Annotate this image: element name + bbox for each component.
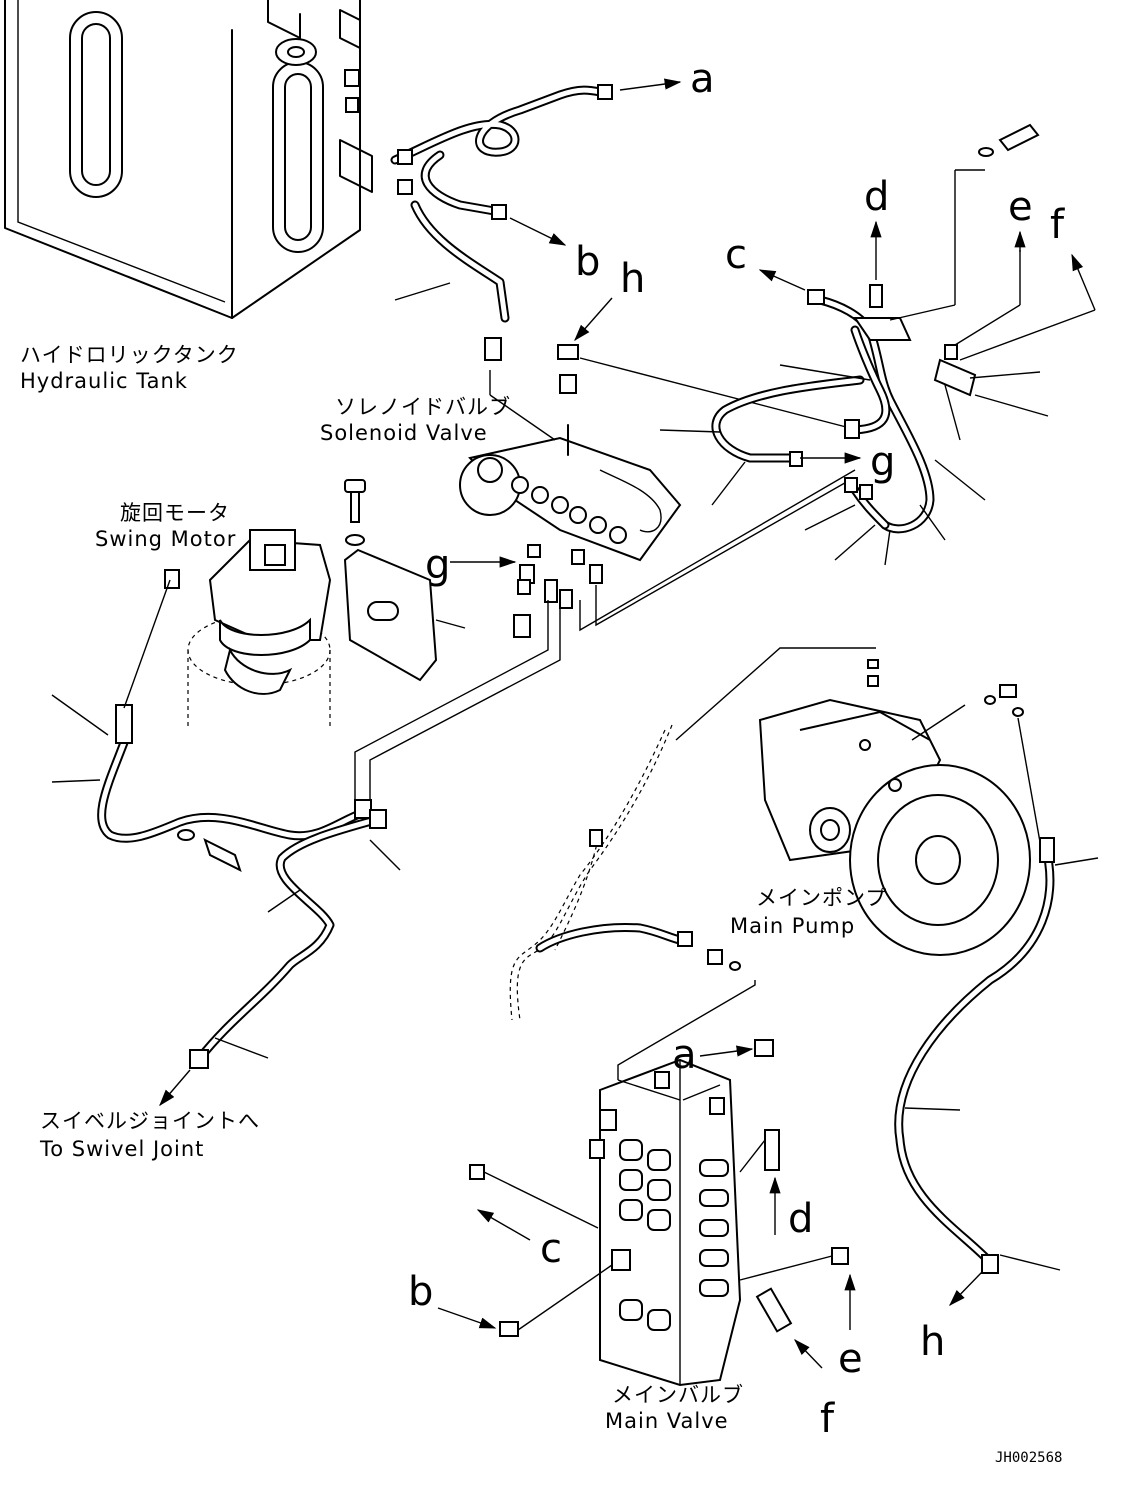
callout-letter: h <box>920 1319 945 1365</box>
main-pump-label-jp: メインポンプ <box>756 886 887 910</box>
center-hoses <box>509 724 756 1080</box>
solenoid-valve-label-jp: ソレノイドバルブ <box>335 395 511 419</box>
solenoid-valve-label-en: Solenoid Valve <box>320 421 488 445</box>
callout-letter: c <box>725 232 747 278</box>
callout-h-top: h <box>574 256 645 342</box>
callout-f-top: f <box>1050 202 1096 311</box>
tank-hoses <box>390 84 613 361</box>
hydraulic-tank-label-jp: ハイドロリックタンク <box>20 343 239 367</box>
callout-letter: b <box>408 1269 433 1315</box>
callout-f-bottom: f <box>755 1287 835 1442</box>
callout-e-top: e <box>1008 184 1033 252</box>
callout-b-top: b <box>509 217 600 285</box>
callout-letter: g <box>870 439 895 485</box>
callout-a-top: a <box>619 56 715 102</box>
callout-letter: b <box>575 239 600 285</box>
callout-g-left: g <box>425 542 517 588</box>
callout-d-top: d <box>864 174 889 280</box>
hydraulic-tank-label-en: Hydraulic Tank <box>20 369 188 393</box>
swing-motor-label-jp: 旋回モータ <box>120 501 230 525</box>
callout-letter: h <box>620 256 645 302</box>
callout-e-bottom: e <box>739 1247 863 1382</box>
callout-letter: d <box>788 1196 813 1242</box>
callout-letter: a <box>672 1032 697 1078</box>
main-pump-label-en: Main Pump <box>730 914 855 938</box>
callout-b-bottom: b <box>408 1264 613 1337</box>
swing-hoses <box>51 579 401 1069</box>
callout-letter: c <box>540 1226 562 1272</box>
callout-letter: f <box>1050 202 1065 248</box>
callout-c-top: c <box>725 232 806 291</box>
callout-letter: g <box>425 542 450 588</box>
solenoid-fittings <box>513 544 603 638</box>
main-valve-label-en: Main Valve <box>605 1409 729 1433</box>
main-valve <box>589 1058 742 1387</box>
solenoid-valve <box>459 344 682 562</box>
callout-letter: e <box>1008 184 1033 230</box>
callout-g-right: g <box>800 439 895 485</box>
main-pump <box>675 647 1041 956</box>
callout-letter: e <box>838 1336 863 1382</box>
callout-a-bottom: a <box>672 1032 774 1078</box>
swing-motor <box>164 529 332 730</box>
callout-c-bottom: c <box>469 1164 599 1272</box>
hydraulic-tank <box>4 0 373 319</box>
callout-d-bottom: d <box>739 1129 813 1242</box>
callout-letter: f <box>820 1396 835 1442</box>
swivel-joint-arrow <box>159 1069 191 1107</box>
pilot-manifold <box>659 123 1096 566</box>
pump-hose-h <box>894 837 1099 1274</box>
callout-letter: d <box>864 174 889 220</box>
leader-lines <box>354 357 856 810</box>
callout-letter: a <box>690 56 715 102</box>
drawing-code: JH002568 <box>995 1450 1062 1466</box>
swing-motor-label-en: Swing Motor <box>95 527 236 551</box>
swivel-joint-label-jp: スイベルジョイントへ <box>40 1109 260 1133</box>
solenoid-bracket <box>343 479 466 682</box>
callout-h-bottom: h <box>920 1271 983 1365</box>
swivel-joint-label-en: To Swivel Joint <box>39 1137 204 1161</box>
main-valve-label-jp: メインバルブ <box>612 1383 744 1407</box>
